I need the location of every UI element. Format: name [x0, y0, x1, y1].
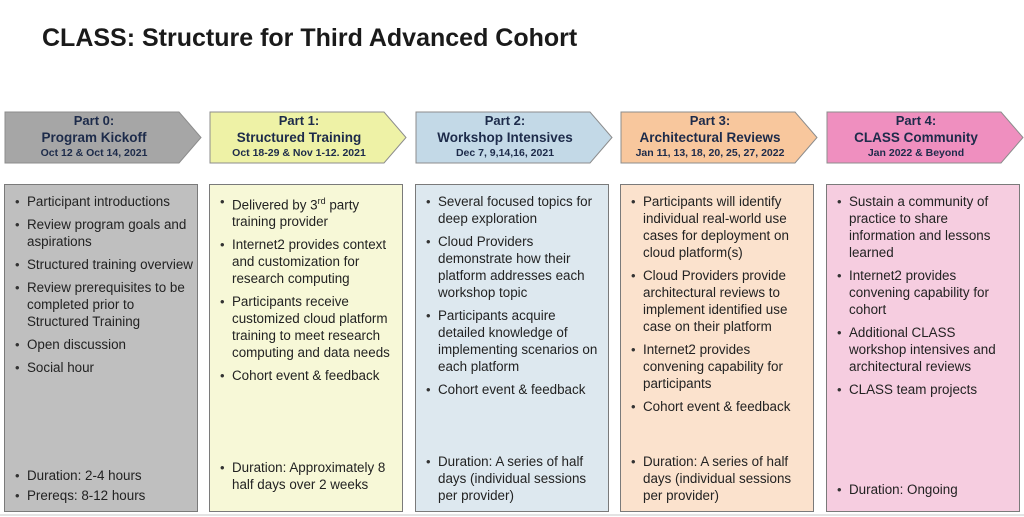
phase-details-box: Delivered by 3rd party training provider…	[209, 184, 403, 512]
list-item: Participants receive customized cloud pl…	[210, 293, 402, 361]
list-item: Participants will identify individual re…	[621, 193, 813, 261]
phase-name: Structured Training	[236, 130, 362, 145]
phase-name: Workshop Intensives	[437, 130, 573, 145]
phase-name: Program Kickoff	[41, 130, 147, 145]
arrow-shape	[4, 111, 202, 164]
list-item: Cloud Providers demonstrate how their pl…	[416, 233, 608, 301]
arrow-shape	[415, 111, 613, 164]
phase-arrow: Part 4: CLASS Community Jan 2022 & Beyon…	[826, 111, 1024, 164]
phase-number: Part 2:	[484, 113, 526, 128]
list-item: Structured training overview	[5, 256, 197, 273]
duration-item: Duration: A series of half days (individ…	[416, 453, 608, 504]
arrow-shape	[826, 111, 1024, 164]
list-item: Participants acquire detailed knowledge …	[416, 307, 608, 375]
prereqs-item: Prereqs: 8-12 hours	[5, 487, 197, 504]
phase-dates: Dec 7, 9,14,16, 2021	[455, 147, 555, 159]
phase-number: Part 0:	[73, 113, 115, 128]
phase-part-2: Part 2: Workshop Intensives Dec 7, 9,14,…	[415, 111, 620, 512]
list-item: Additional CLASS workshop intensives and…	[827, 324, 1019, 375]
list-item: Cohort event & feedback	[621, 398, 813, 415]
list-item: Cohort event & feedback	[416, 381, 608, 398]
phase-details-box: Participants will identify individual re…	[620, 184, 814, 512]
phase-dates: Jan 2022 & Beyond	[867, 147, 965, 159]
list-item: Social hour	[5, 359, 197, 376]
page-title: CLASS: Structure for Third Advanced Coho…	[42, 24, 578, 52]
duration-item: Duration: Ongoing	[827, 481, 1019, 498]
phase-details-box: Participant introductions Review program…	[4, 184, 198, 512]
duration-item: Duration: A series of half days (individ…	[621, 453, 813, 504]
bottom-divider	[0, 514, 1024, 516]
phase-number: Part 1:	[278, 113, 320, 128]
phase-arrow: Part 1: Structured Training Oct 18-29 & …	[209, 111, 408, 164]
list-item: Open discussion	[5, 336, 197, 353]
list-item: Review program goals and aspirations	[5, 216, 197, 250]
phase-details-box: Several focused topics for deep explorat…	[415, 184, 609, 512]
phase-name: Architectural Reviews	[639, 130, 781, 145]
phase-details-box: Sustain a community of practice to share…	[826, 184, 1020, 512]
phase-number: Part 3:	[689, 113, 731, 128]
phase-dates: Oct 12 & Oct 14, 2021	[40, 147, 148, 159]
phase-number: Part 4:	[895, 113, 937, 128]
list-item: Several focused topics for deep explorat…	[416, 193, 608, 227]
list-item: Sustain a community of practice to share…	[827, 193, 1019, 261]
phase-dates: Oct 18-29 & Nov 1-12. 2021	[232, 147, 366, 159]
phase-part-3: Part 3: Architectural Reviews Jan 11, 13…	[620, 111, 825, 512]
list-item: Participant introductions	[5, 193, 197, 210]
list-item: Review prerequisites to be completed pri…	[5, 279, 197, 330]
duration-item: Duration: Approximately 8 half days over…	[210, 459, 402, 493]
list-item: Cohort event & feedback	[210, 367, 402, 384]
phase-arrow: Part 0: Program Kickoff Oct 12 & Oct 14,…	[4, 111, 203, 164]
phase-part-1: Part 1: Structured Training Oct 18-29 & …	[209, 111, 414, 512]
list-item: CLASS team projects	[827, 381, 1019, 398]
list-item: Internet2 provides context and customiza…	[210, 236, 402, 287]
phase-part-0: Part 0: Program Kickoff Oct 12 & Oct 14,…	[4, 111, 209, 512]
list-item: Cloud Providers provide architectural re…	[621, 267, 813, 335]
phase-arrow: Part 3: Architectural Reviews Jan 11, 13…	[620, 111, 819, 164]
phase-dates: Jan 11, 13, 18, 20, 25, 27, 2022	[635, 147, 785, 159]
list-item: Delivered by 3rd party training provider	[210, 193, 402, 230]
duration-item: Duration: 2-4 hours	[5, 467, 197, 484]
phase-name: CLASS Community	[854, 130, 978, 145]
phase-part-4: Part 4: CLASS Community Jan 2022 & Beyon…	[826, 111, 1024, 512]
arrow-shape	[620, 111, 818, 164]
arrow-shape	[209, 111, 407, 164]
list-item: Internet2 provides convening capability …	[621, 341, 813, 392]
phase-arrow: Part 2: Workshop Intensives Dec 7, 9,14,…	[415, 111, 614, 164]
list-item: Internet2 provides convening capability …	[827, 267, 1019, 318]
